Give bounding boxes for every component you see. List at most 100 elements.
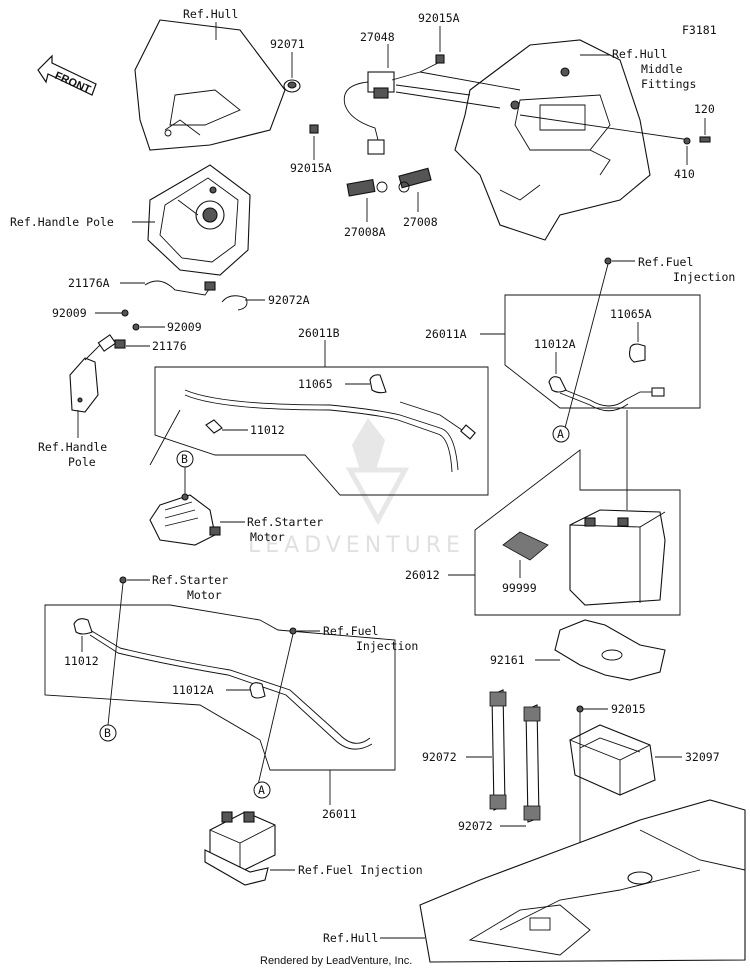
label-92015A-top: 92015A — [418, 11, 460, 25]
part-92015A-clip-left — [309, 124, 319, 134]
part-92071-grommet — [283, 79, 301, 93]
circle-B-low — [99, 724, 117, 742]
label-11065A: 11065A — [610, 307, 652, 321]
label-92072-b: 92072 — [458, 819, 493, 833]
circle-B-top-label: B — [181, 452, 188, 466]
label-99999: 99999 — [502, 581, 537, 595]
label-92015: 92015 — [611, 702, 646, 716]
circle-A-low-label: A — [258, 783, 265, 797]
hull-bottom-part — [419, 799, 746, 963]
label-27008: 27008 — [403, 215, 438, 229]
label-ref-fuel-inj-mid-2: Injection — [356, 639, 418, 653]
part-26012-battery — [569, 509, 666, 606]
starter-motor — [149, 493, 221, 546]
part-92015-clip — [576, 705, 584, 713]
label-ref-starter-low-1: Ref.Starter — [152, 573, 228, 587]
label-ref-hull-middle-3: Fittings — [641, 77, 696, 91]
label-410: 410 — [674, 167, 695, 181]
label-21176A: 21176A — [68, 276, 110, 290]
label-120: 120 — [694, 102, 715, 116]
starter-terminal-low — [119, 576, 127, 584]
group-26011B — [154, 366, 489, 496]
label-26011: 26011 — [322, 807, 357, 821]
label-92072A: 92072A — [268, 293, 310, 307]
part-11012-terminal-top — [205, 419, 223, 434]
part-32097-battery-case — [569, 724, 656, 796]
footer-credit: Rendered by LeadVenture, Inc. — [260, 955, 412, 967]
label-21176: 21176 — [152, 339, 187, 353]
part-11012A-terminal-top — [548, 376, 567, 393]
part-120-bolt — [699, 136, 711, 143]
handle-pole-housing — [147, 164, 251, 276]
label-26011A: 26011A — [425, 327, 467, 341]
group-26012 — [474, 449, 681, 616]
part-21176-switch — [114, 339, 126, 349]
hull-top-part — [134, 19, 286, 151]
circle-A-top — [552, 425, 570, 443]
label-ref-handle-pole-2: Pole — [68, 455, 96, 469]
part-99999-label — [502, 531, 549, 561]
figure-code: F3181 — [682, 23, 717, 37]
cable-26011 — [89, 629, 373, 750]
group-26011A — [504, 294, 701, 409]
fuel-inj-terminal-top — [604, 257, 612, 265]
label-92009-b: 92009 — [167, 320, 202, 334]
part-92009-screw-b — [132, 323, 140, 331]
group-26011 — [44, 604, 396, 771]
label-27048: 27048 — [360, 30, 395, 44]
fuel-inj-terminal-mid — [289, 627, 297, 635]
label-ref-fuel-inj-top-2: Injection — [673, 270, 735, 284]
part-27048-harness — [343, 61, 441, 155]
label-ref-hull-bottom: Ref.Hull — [323, 931, 378, 945]
part-92072-strap-a — [489, 689, 507, 811]
label-27008A: 27008A — [344, 225, 386, 239]
label-ref-handle-pole-1: Ref.Handle — [38, 440, 107, 454]
label-ref-fuel-inj-low: Ref.Fuel Injection — [298, 863, 423, 877]
front-arrow: FRONT — [37, 54, 97, 96]
label-32097: 32097 — [685, 750, 720, 764]
part-92161-pad — [554, 619, 666, 681]
label-ref-fuel-inj-mid-1: Ref.Fuel — [323, 624, 378, 638]
part-21176A-switch-lead — [144, 280, 216, 296]
label-ref-hull-top: Ref.Hull — [183, 7, 238, 21]
circle-A-low — [253, 781, 271, 799]
watermark-logo — [345, 418, 410, 526]
part-92015A-clip-top — [435, 54, 445, 64]
hull-middle-fittings — [454, 39, 651, 241]
label-92072-a: 92072 — [422, 750, 457, 764]
label-11065: 11065 — [298, 377, 333, 391]
label-ref-hull-middle-1: Ref.Hull — [612, 47, 667, 61]
label-ref-hull-middle-2: Middle — [641, 62, 683, 76]
label-ref-fuel-inj-top-1: Ref.Fuel — [638, 255, 693, 269]
cable-26011A — [559, 387, 665, 412]
label-92009-a: 92009 — [52, 306, 87, 320]
watermark-text: LEADVENTURE — [248, 533, 465, 558]
part-11065A-cap — [628, 343, 646, 363]
handle-pole-lower — [69, 334, 117, 413]
label-26011B: 26011B — [298, 326, 340, 340]
label-11012-top: 11012 — [250, 423, 285, 437]
part-11065-cap — [369, 374, 387, 394]
circle-B-low-label: B — [104, 726, 111, 740]
part-27008-connector — [398, 167, 432, 193]
label-ref-starter-1: Ref.Starter — [247, 515, 323, 529]
label-26012: 26012 — [405, 568, 440, 582]
label-ref-handle-pole-top: Ref.Handle Pole — [10, 215, 114, 229]
label-92015A-left: 92015A — [290, 161, 332, 175]
part-92072-strap-b — [523, 704, 541, 823]
part-11012A-terminal-low — [249, 682, 266, 699]
fuel-injection-relay-block — [204, 811, 276, 886]
part-410-washer — [683, 137, 691, 145]
label-92071: 92071 — [270, 37, 305, 51]
part-11012-terminal-low — [73, 618, 93, 635]
cable-26011B — [184, 389, 476, 473]
part-92072A-band — [221, 295, 248, 311]
label-ref-starter-low-2: Motor — [187, 588, 222, 602]
label-92161: 92161 — [490, 653, 525, 667]
label-11012A-low: 11012A — [172, 683, 214, 697]
label-11012-low: 11012 — [64, 654, 99, 668]
part-92009-screw-a — [121, 309, 129, 317]
circle-A-top-label: A — [557, 427, 564, 441]
part-27008A-connector — [346, 179, 388, 197]
